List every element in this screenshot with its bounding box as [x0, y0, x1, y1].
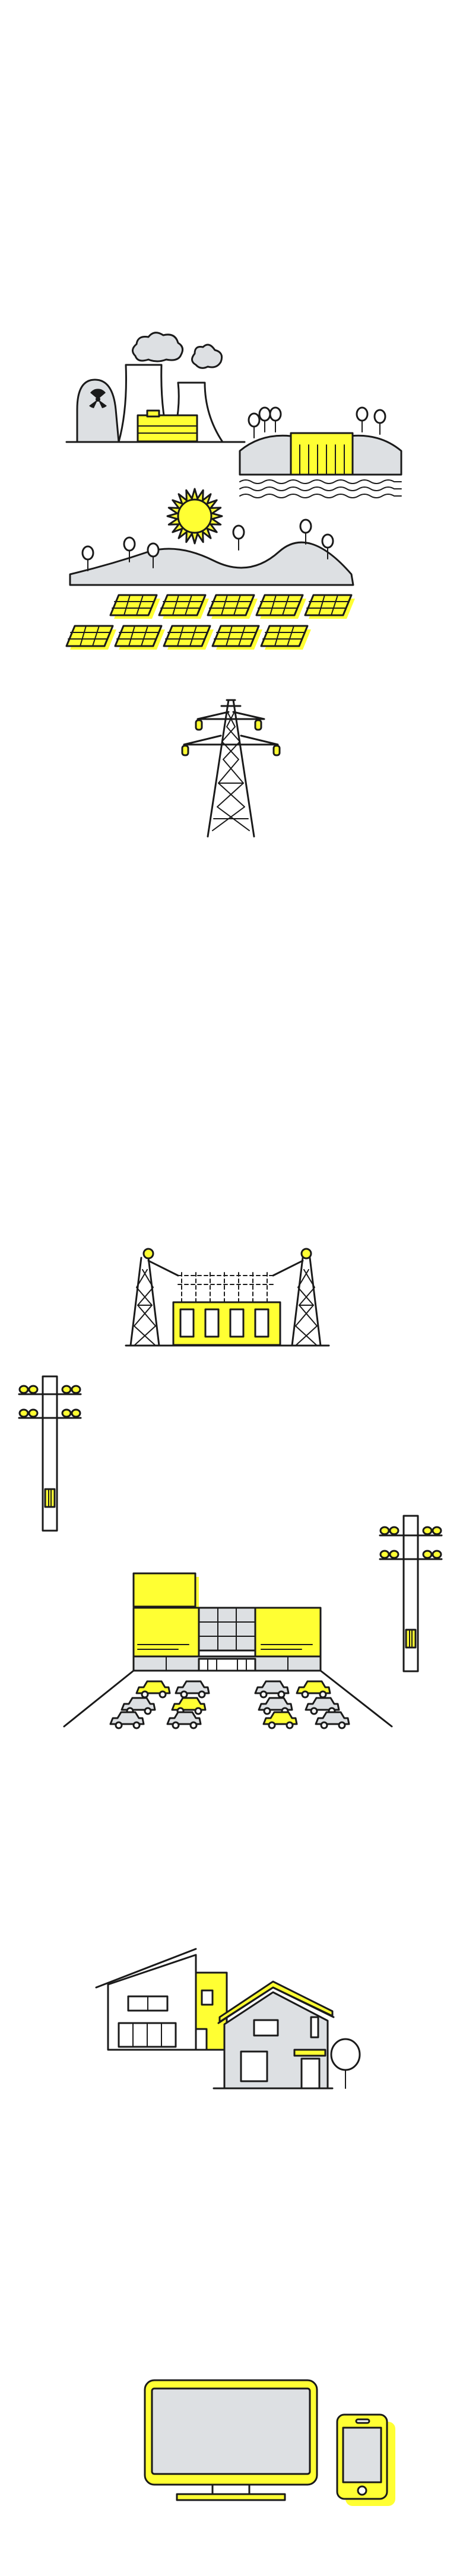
shopping-mall-icon: [132, 1572, 322, 1672]
utility-pole-icon: [18, 1375, 82, 1532]
smartphone-icon: [336, 2413, 395, 2506]
solar-panel-icon: [211, 625, 264, 651]
house-icon: [95, 1948, 228, 2051]
devices-scene: [144, 2379, 395, 2506]
tree-icon: [81, 545, 94, 572]
tree-icon: [269, 406, 282, 433]
house-icon: [213, 1980, 335, 2090]
car-icon: [175, 1680, 210, 1699]
car-icon: [254, 1680, 290, 1699]
tree-icon: [232, 524, 245, 551]
sun-icon: [166, 488, 223, 545]
tree-icon: [248, 412, 261, 439]
solar-panel-array: [65, 594, 356, 651]
commercial-scene: [63, 1572, 393, 1729]
solar-panel-icon: [255, 594, 307, 620]
residential-scene: [95, 1948, 361, 2090]
solar-panel-icon: [207, 594, 259, 620]
car-icon: [262, 1711, 298, 1729]
car-icon: [109, 1711, 145, 1729]
tree-icon: [330, 2038, 361, 2089]
substation-icon: [172, 1272, 281, 1346]
solar-panel-icon: [114, 625, 166, 651]
transmission-tower-icon: [272, 1248, 322, 1347]
solar-panel-icon: [65, 625, 118, 651]
solar-panel-icon: [163, 625, 215, 651]
tree-icon: [373, 409, 386, 435]
monitor-icon: [144, 2379, 318, 2501]
nuclear-plant-icon: [76, 379, 120, 443]
transmission-tower-icon: [129, 1248, 179, 1347]
solar-panel-icon: [304, 594, 356, 620]
car-icon: [315, 1711, 350, 1729]
hydro-dam-icon: [239, 406, 402, 498]
thermal-plant-icon: [65, 332, 246, 443]
tree-icon: [356, 406, 369, 433]
solar-panel-icon: [260, 625, 312, 651]
utility-pole-icon: [379, 1515, 443, 1672]
tree-icon: [299, 519, 312, 545]
solar-panel-icon: [158, 594, 210, 620]
car-icon: [296, 1680, 331, 1699]
car-icon: [135, 1680, 171, 1699]
solar-panel-icon: [109, 594, 161, 620]
substation-scene: [125, 1248, 330, 1347]
car-icon: [166, 1711, 202, 1729]
power-generation-scene: [65, 332, 402, 651]
transmission-tower-icon: [181, 699, 281, 838]
tree-icon: [258, 406, 271, 433]
